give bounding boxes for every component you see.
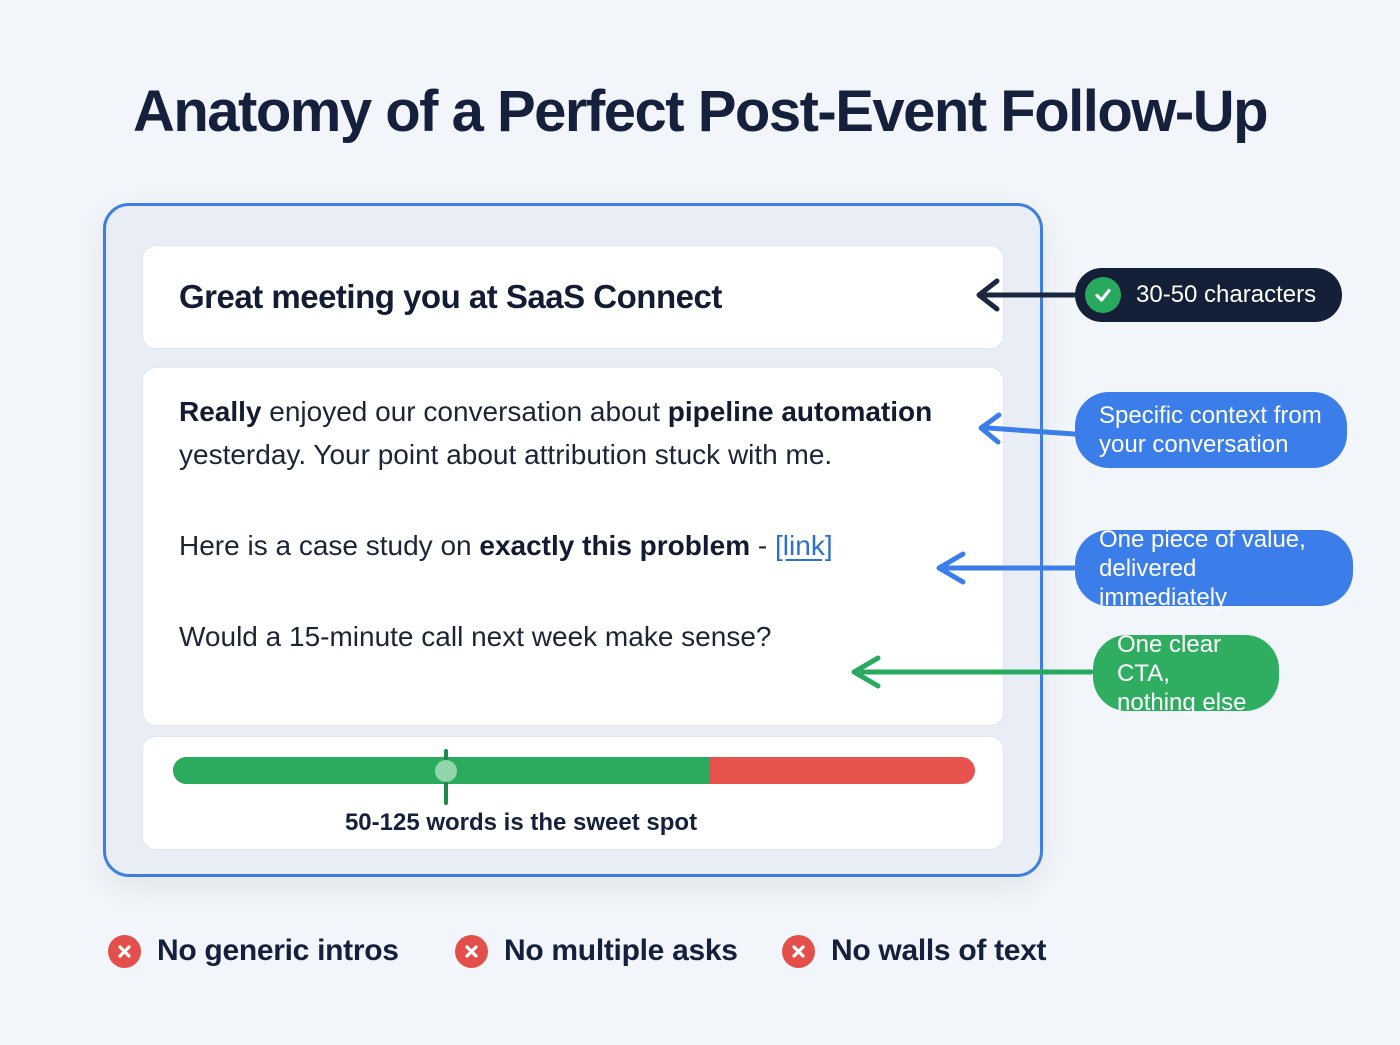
email-paragraph: Here is a case study on exactly this pro…	[179, 530, 833, 561]
dont-label: No multiple asks	[504, 934, 738, 967]
dont-label: No walls of text	[831, 934, 1047, 967]
email-subject-text: Great meeting you at SaaS Connect	[179, 278, 722, 315]
email-body-field[interactable]: Really enjoyed our conversation about pi…	[142, 367, 1004, 726]
callout-specific-context: Specific context from your conversation	[1075, 392, 1347, 468]
word-count-label: 50-125 words is the sweet spot	[344, 809, 698, 836]
word-count-bar-track	[173, 757, 975, 784]
check-circle-icon	[1085, 277, 1121, 313]
page-title: Anatomy of a Perfect Post-Event Follow-U…	[132, 79, 1269, 144]
word-count-card: 50-125 words is the sweet spot	[142, 736, 1004, 850]
sweet-spot-marker-dot	[434, 759, 457, 782]
case-study-link[interactable]: [link]	[775, 530, 833, 561]
dont-no-multiple-asks: No multiple asks	[455, 932, 738, 970]
email-paragraph: Really enjoyed our conversation about pi…	[179, 396, 933, 470]
email-body-text: Really enjoyed our conversation about pi…	[179, 390, 967, 658]
callout-subject-length-label: 30-50 characters	[1136, 281, 1317, 308]
x-circle-icon	[782, 934, 815, 968]
email-subject-field[interactable]: Great meeting you at SaaS Connect	[142, 245, 1004, 349]
word-count-bar	[173, 749, 975, 805]
x-circle-icon	[108, 934, 141, 968]
dont-label: No generic intros	[157, 934, 399, 967]
email-paragraph: Would a 15-minute call next week make se…	[179, 621, 772, 652]
dont-no-walls-of-text: No walls of text	[782, 932, 1047, 970]
callout-subject-length: 30-50 characters	[1075, 268, 1343, 322]
email-mockup-card: Great meeting you at SaaS Connect Really…	[103, 203, 1043, 877]
callout-one-clear-cta: One clear CTA, nothing else	[1093, 631, 1279, 716]
callout-one-piece-of-value: One piece of value, delivered immediatel…	[1075, 526, 1353, 611]
dont-no-generic-intros: No generic intros	[108, 932, 399, 970]
x-circle-icon	[455, 934, 488, 968]
